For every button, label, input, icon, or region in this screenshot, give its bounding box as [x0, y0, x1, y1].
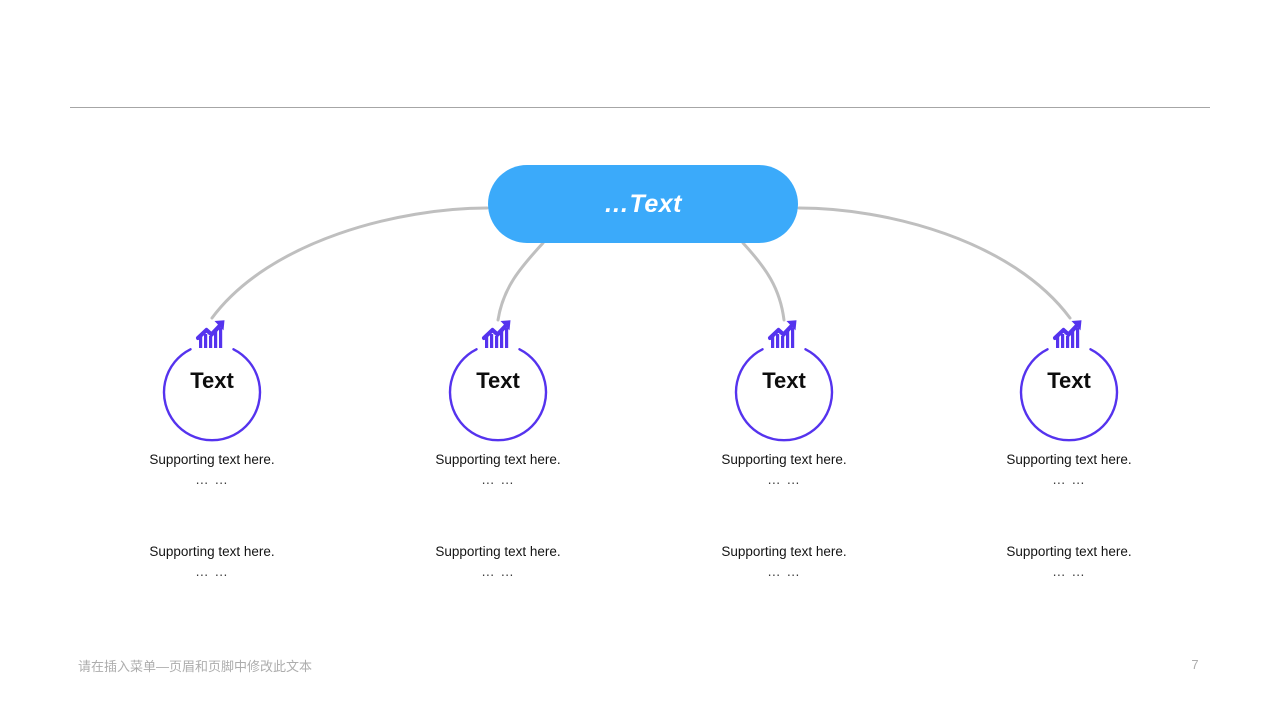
support-text: Supporting text here. — [1006, 544, 1132, 559]
support-ellipsis: … … — [481, 564, 515, 579]
node-4-label: Text — [1047, 368, 1091, 393]
node-3-label: Text — [762, 368, 806, 393]
node-3-support-secondary: Supporting text here. … … — [684, 542, 884, 582]
node-2-circle: Text — [398, 318, 598, 450]
node-4-ring — [1019, 348, 1119, 442]
growth-chart-icon — [481, 320, 511, 348]
support-text: Supporting text here. — [149, 544, 275, 559]
node-4-support-primary: Supporting text here. … … — [969, 450, 1169, 490]
node-1-support-secondary: Supporting text here. … … — [112, 542, 312, 582]
growth-chart-icon — [195, 320, 225, 348]
node-1-ring — [162, 348, 262, 442]
node-2-ring — [448, 348, 548, 442]
support-text: Supporting text here. — [1006, 452, 1132, 467]
support-text: Supporting text here. — [435, 452, 561, 467]
node-1-support-primary: Supporting text here. … … — [112, 450, 312, 490]
node-4[interactable]: Text — [969, 318, 1169, 450]
node-1[interactable]: Text — [112, 318, 312, 450]
support-text: Supporting text here. — [435, 544, 561, 559]
central-banner[interactable]: …Text — [488, 165, 798, 243]
support-text: Supporting text here. — [149, 452, 275, 467]
node-3-ring — [734, 348, 834, 442]
header-divider — [70, 107, 1210, 108]
node-2-support-secondary: Supporting text here. … … — [398, 542, 598, 582]
node-1-label: Text — [190, 368, 234, 393]
node-2[interactable]: Text — [398, 318, 598, 450]
node-4-support-secondary: Supporting text here. … … — [969, 542, 1169, 582]
node-2-support-primary: Supporting text here. … … — [398, 450, 598, 490]
growth-chart-icon — [1052, 320, 1082, 348]
support-text: Supporting text here. — [721, 544, 847, 559]
page-number: 7 — [1191, 657, 1199, 672]
node-4-circle: Text — [969, 318, 1169, 450]
node-2-label: Text — [476, 368, 520, 393]
node-3-support-primary: Supporting text here. … … — [684, 450, 884, 490]
footer-placeholder-text: 请在插入菜单—页眉和页脚中修改此文本 — [78, 659, 313, 674]
support-ellipsis: … … — [195, 472, 229, 487]
support-ellipsis: … … — [1052, 472, 1086, 487]
support-text: Supporting text here. — [721, 452, 847, 467]
growth-chart-icon — [767, 320, 797, 348]
central-banner-label: …Text — [604, 189, 682, 218]
support-ellipsis: … … — [767, 472, 801, 487]
support-ellipsis: … … — [481, 472, 515, 487]
support-ellipsis: … … — [767, 564, 801, 579]
support-ellipsis: … … — [1052, 564, 1086, 579]
node-3-circle: Text — [684, 318, 884, 450]
support-ellipsis: … … — [195, 564, 229, 579]
node-3[interactable]: Text — [684, 318, 884, 450]
node-1-circle: Text — [112, 318, 312, 450]
